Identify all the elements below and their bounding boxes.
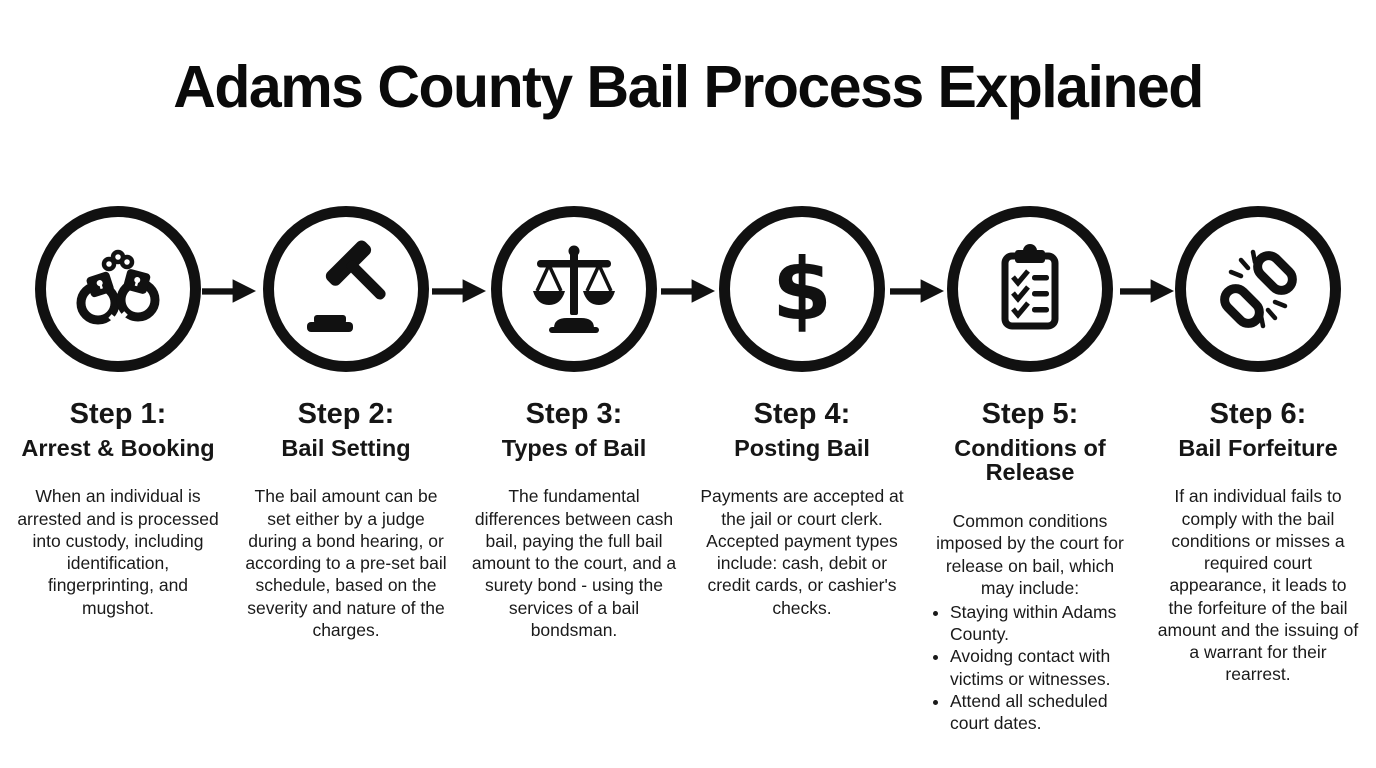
step-1-label: Step 1:	[69, 397, 167, 430]
step-3-circle	[491, 205, 657, 372]
step-3-types-of-bail: Step 3: Types of Bail The fundamental di…	[460, 205, 688, 734]
step-1-subtitle: Arrest & Booking	[21, 434, 215, 461]
step-1-arrest-booking: Step 1: Arrest & Booking When an individ…	[4, 205, 232, 734]
step-2-circle	[263, 205, 429, 372]
step-2-description: The bail amount can be set either by a j…	[245, 486, 447, 640]
step-3-description: The fundamental differences between cash…	[471, 486, 677, 640]
step-2-bail-setting: Step 2: Bail Setting The bail amount can…	[232, 205, 460, 734]
step-1-description: When an individual is arrested and is pr…	[17, 486, 219, 618]
arrow-right-icon	[431, 279, 486, 303]
step-6-circle	[1175, 205, 1341, 372]
step-5-circle	[947, 205, 1113, 372]
handcuffs-icon	[68, 239, 168, 339]
step-1-circle	[35, 205, 201, 372]
dollar-sign-icon: $	[752, 239, 852, 339]
arrow-right-icon	[890, 279, 945, 303]
step-6-bail-forfeiture: Step 6: Bail Forfeiture If an individual…	[1144, 205, 1372, 734]
step-4-label: Step 4:	[753, 397, 851, 430]
step-5-label: Step 5:	[981, 397, 1079, 430]
page-title: Adams County Bail Process Explained	[173, 54, 1204, 120]
checklist-clipboard-icon	[980, 239, 1080, 339]
arrow-right-icon	[1119, 279, 1174, 303]
list-item: Avoidng contact with victims or witnesse…	[950, 645, 1144, 689]
svg-text:$: $	[772, 240, 832, 339]
step-4-subtitle: Posting Bail	[734, 434, 870, 461]
step-2-subtitle: Bail Setting	[281, 434, 411, 461]
step-6-label: Step 6:	[1209, 397, 1307, 430]
arrow-right-icon	[202, 279, 257, 303]
step-4-circle: $	[719, 205, 885, 372]
arrow-right-icon	[661, 279, 715, 303]
list-item: Staying within Adams County.	[950, 601, 1144, 645]
process-steps-row: Step 1: Arrest & Booking When an individ…	[0, 205, 1376, 734]
scales-of-justice-icon	[524, 239, 624, 339]
gavel-icon	[296, 239, 396, 339]
step-5-description: Common conditions imposed by the court f…	[936, 511, 1124, 598]
step-3-subtitle: Types of Bail	[501, 434, 647, 461]
list-item: Attend all scheduled court dates.	[950, 690, 1144, 734]
step-4-posting-bail: $ Step 4: Posting Bail Payments are acce…	[688, 205, 916, 734]
step-3-label: Step 3:	[525, 397, 623, 430]
step-2-label: Step 2:	[297, 397, 395, 430]
step-6-subtitle: Bail Forfeiture	[1178, 434, 1338, 461]
step-5-conditions-list: Staying within Adams County. Avoidng con…	[916, 601, 1144, 734]
step-5-conditions-of-release: Step 5: Conditions of Release Common con…	[916, 205, 1144, 734]
broken-chain-icon	[1208, 239, 1308, 339]
step-4-description: Payments are accepted at the jail or cou…	[700, 486, 904, 618]
step-5-subtitle: Conditions of Release	[954, 434, 1106, 486]
step-6-description: If an individual fails to comply with th…	[1157, 486, 1359, 685]
